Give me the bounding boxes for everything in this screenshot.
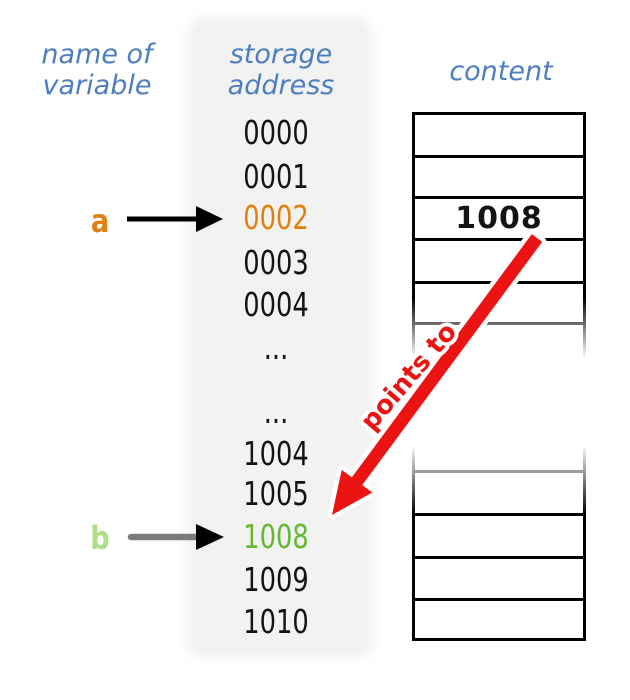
header-address-line1: storage [229, 39, 333, 70]
row-divider [415, 196, 583, 199]
b-arrow [127, 524, 224, 550]
address-1005: 1005 [243, 474, 309, 513]
variable-label-b: b [90, 519, 110, 557]
column-header-content: content [449, 56, 553, 87]
a-arrow [127, 206, 223, 232]
address-0000: 0000 [243, 113, 309, 152]
column-header-variable: name of variable [17, 39, 177, 101]
stored-pointer-value: 1008 [455, 201, 543, 236]
address-0001: 0001 [243, 157, 309, 196]
header-variable-line2: variable [42, 70, 152, 101]
variable-label-a: a [90, 202, 110, 240]
address-0004: 0004 [243, 285, 309, 324]
address-1010: 1010 [243, 602, 309, 641]
row-divider [415, 556, 583, 559]
address-1008: 1008 [243, 517, 309, 556]
address-ellipsis-1: ... [263, 328, 289, 367]
row-divider [415, 238, 583, 241]
address-1004: 1004 [243, 434, 309, 473]
omitted-rows-fade [402, 298, 594, 514]
points-to-arrow: points to [327, 229, 547, 520]
row-divider [415, 155, 583, 158]
b-arrowhead-icon [196, 524, 224, 550]
address-0003: 0003 [243, 243, 309, 282]
address-column-background [195, 26, 365, 650]
points-to-arrowhead-icon [332, 234, 543, 515]
column-header-address: storage address [206, 39, 356, 101]
header-address-line2: address [227, 70, 335, 101]
row-divider [415, 598, 583, 601]
address-ellipsis-2: ... [263, 392, 289, 431]
row-divider [415, 513, 583, 516]
address-0002: 0002 [243, 198, 309, 237]
address-1009: 1009 [243, 560, 309, 599]
header-variable-line1: name of [41, 39, 153, 70]
a-arrowhead-icon [196, 206, 223, 232]
